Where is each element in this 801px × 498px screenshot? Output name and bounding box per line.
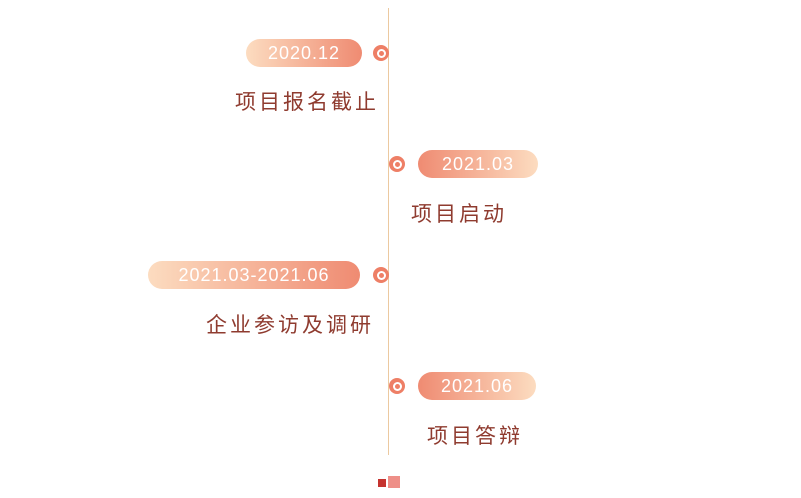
footer-square-big	[388, 476, 400, 488]
timeline-dot-core	[394, 161, 400, 167]
item-label: 企业参访及调研	[206, 313, 374, 337]
timeline-dot-ring	[392, 159, 402, 169]
timeline-dot-core	[378, 50, 384, 56]
item-label: 项目启动	[411, 202, 507, 226]
timeline-dot-ring	[376, 48, 386, 58]
timeline-dot	[389, 156, 405, 172]
timeline-dot-ring	[392, 381, 402, 391]
date-badge: 2021.03	[418, 150, 538, 178]
date-badge: 2020.12	[246, 39, 362, 67]
timeline-dot	[373, 45, 389, 61]
date-badge: 2021.03-2021.06	[148, 261, 360, 289]
timeline-dot-core	[378, 272, 384, 278]
date-badge: 2021.06	[418, 372, 536, 400]
timeline-dot	[373, 267, 389, 283]
timeline-dot-ring	[376, 270, 386, 280]
timeline-axis-line	[388, 8, 389, 455]
item-label: 项目报名截止	[235, 90, 379, 114]
footer-square-small	[378, 479, 386, 487]
timeline-dot-core	[394, 383, 400, 389]
timeline-dot	[389, 378, 405, 394]
item-label: 项目答辩	[427, 424, 523, 448]
